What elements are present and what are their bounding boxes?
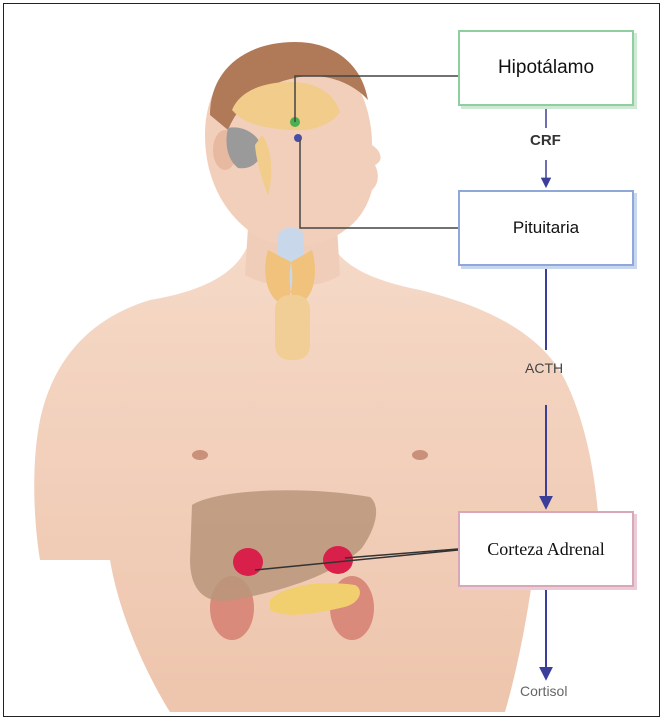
pituitary-box: Pituitaria: [458, 190, 634, 266]
crf-label: CRF: [530, 132, 561, 149]
thymus-shape: [275, 295, 310, 360]
pituitary-marker: [294, 134, 302, 142]
hypothalamus-label: Hipotálamo: [498, 57, 594, 79]
pituitary-label: Pituitaria: [513, 218, 579, 238]
torso-shape: [34, 240, 600, 712]
acth-label: ACTH: [525, 360, 563, 376]
left-adrenal-gland: [233, 548, 263, 576]
right-adrenal-gland: [323, 546, 353, 574]
right-nipple: [412, 450, 428, 460]
cortisol-label: Cortisol: [520, 683, 567, 699]
adrenal-cortex-box: Corteza Adrenal: [458, 511, 634, 587]
hypothalamus-box: Hipotálamo: [458, 30, 634, 106]
adrenal-cortex-label: Corteza Adrenal: [487, 539, 604, 560]
left-nipple: [192, 450, 208, 460]
